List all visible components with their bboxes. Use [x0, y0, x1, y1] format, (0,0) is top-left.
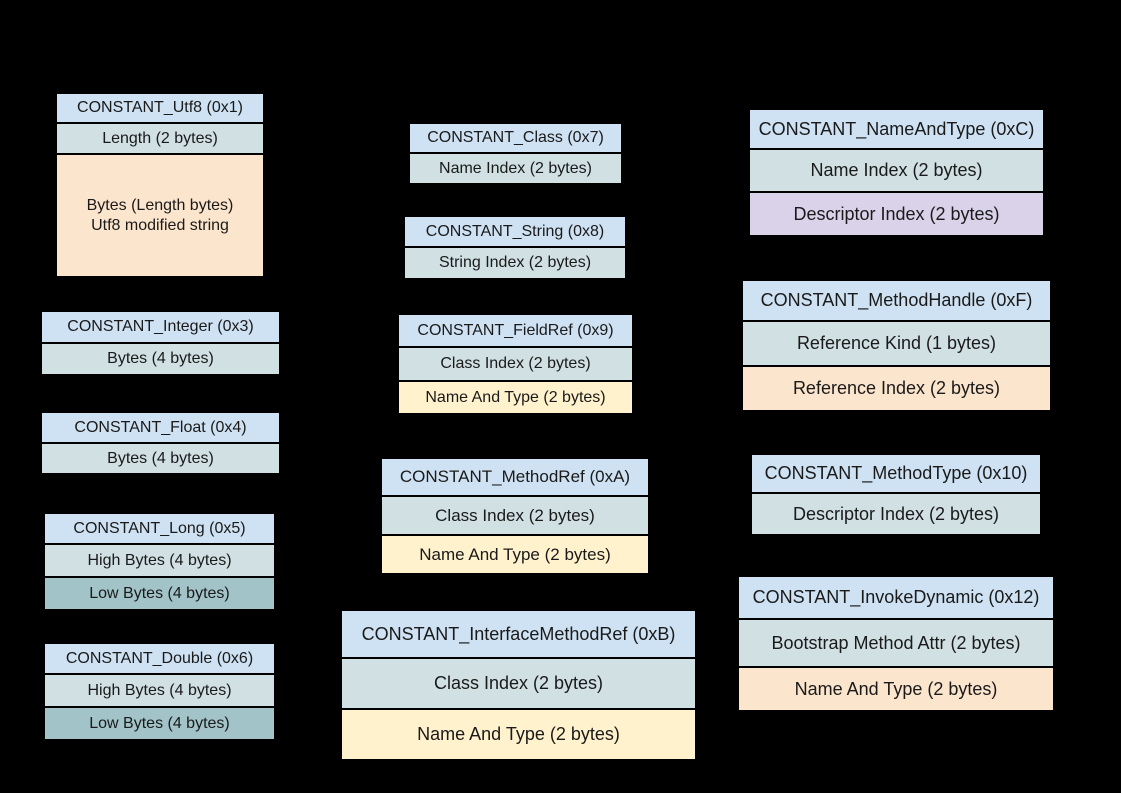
box-constant-utf8: CONSTANT_Utf8 (0x1) Length (2 bytes) Byt…: [55, 92, 265, 278]
box-constant-class: CONSTANT_Class (0x7) Name Index (2 bytes…: [408, 122, 623, 185]
struct-field-row: Bytes (4 bytes): [42, 444, 279, 473]
struct-field-row: Class Index (2 bytes): [382, 497, 648, 534]
struct-field-row: Class Index (2 bytes): [399, 348, 632, 380]
struct-field-row: Bytes (Length bytes) Utf8 modified strin…: [57, 155, 263, 276]
box-constant-float: CONSTANT_Float (0x4) Bytes (4 bytes): [40, 411, 281, 475]
struct-title: CONSTANT_MethodRef (0xA): [382, 459, 648, 495]
box-constant-long: CONSTANT_Long (0x5) High Bytes (4 bytes)…: [43, 512, 276, 611]
struct-field-row: Descriptor Index (2 bytes): [750, 193, 1043, 235]
struct-field-row: Name And Type (2 bytes): [342, 710, 695, 759]
struct-title: CONSTANT_FieldRef (0x9): [399, 315, 632, 346]
struct-title: CONSTANT_Utf8 (0x1): [57, 94, 263, 122]
struct-title: CONSTANT_InterfaceMethodRef (0xB): [342, 611, 695, 657]
struct-field-row: Class Index (2 bytes): [342, 659, 695, 708]
struct-field-row: Name And Type (2 bytes): [739, 668, 1053, 710]
struct-field-row: Name Index (2 bytes): [410, 154, 621, 183]
box-constant-methodref: CONSTANT_MethodRef (0xA) Class Index (2 …: [380, 457, 650, 575]
box-constant-double: CONSTANT_Double (0x6) High Bytes (4 byte…: [43, 642, 276, 741]
struct-title: CONSTANT_Double (0x6): [45, 644, 274, 673]
struct-title: CONSTANT_InvokeDynamic (0x12): [739, 577, 1053, 618]
struct-field-row: Low Bytes (4 bytes): [45, 578, 274, 609]
struct-field-row: Bytes (4 bytes): [42, 344, 279, 374]
struct-title: CONSTANT_Class (0x7): [410, 124, 621, 152]
struct-title: CONSTANT_MethodHandle (0xF): [743, 281, 1050, 320]
box-constant-methodhandle: CONSTANT_MethodHandle (0xF) Reference Ki…: [741, 279, 1052, 412]
struct-field-row: Reference Index (2 bytes): [743, 367, 1050, 410]
struct-field-row: High Bytes (4 bytes): [45, 675, 274, 706]
box-constant-string: CONSTANT_String (0x8) String Index (2 by…: [403, 215, 627, 280]
struct-field-row: Descriptor Index (2 bytes): [752, 494, 1040, 534]
struct-title: CONSTANT_NameAndType (0xC): [750, 110, 1043, 148]
struct-title: CONSTANT_Long (0x5): [45, 514, 274, 543]
box-constant-interfacemethodref: CONSTANT_InterfaceMethodRef (0xB) Class …: [340, 609, 697, 761]
box-constant-methodtype: CONSTANT_MethodType (0x10) Descriptor In…: [750, 453, 1042, 536]
struct-title: CONSTANT_MethodType (0x10): [752, 455, 1040, 492]
struct-field-row: High Bytes (4 bytes): [45, 545, 274, 576]
struct-field-row: Low Bytes (4 bytes): [45, 708, 274, 739]
struct-field-row: Name And Type (2 bytes): [399, 382, 632, 413]
struct-field-row: Name Index (2 bytes): [750, 150, 1043, 191]
box-constant-invokedynamic: CONSTANT_InvokeDynamic (0x12) Bootstrap …: [737, 575, 1055, 712]
box-constant-integer: CONSTANT_Integer (0x3) Bytes (4 bytes): [40, 310, 281, 376]
struct-title: CONSTANT_Float (0x4): [42, 413, 279, 442]
struct-title: CONSTANT_Integer (0x3): [42, 312, 279, 342]
struct-field-row: String Index (2 bytes): [405, 248, 625, 278]
struct-field-row: Reference Kind (1 bytes): [743, 322, 1050, 365]
struct-field-row: Bootstrap Method Attr (2 bytes): [739, 620, 1053, 666]
struct-title: CONSTANT_String (0x8): [405, 217, 625, 246]
box-constant-nameandtype: CONSTANT_NameAndType (0xC) Name Index (2…: [748, 108, 1045, 237]
struct-field-row: Name And Type (2 bytes): [382, 536, 648, 573]
box-constant-fieldref: CONSTANT_FieldRef (0x9) Class Index (2 b…: [397, 313, 634, 415]
struct-field-row: Length (2 bytes): [57, 124, 263, 153]
